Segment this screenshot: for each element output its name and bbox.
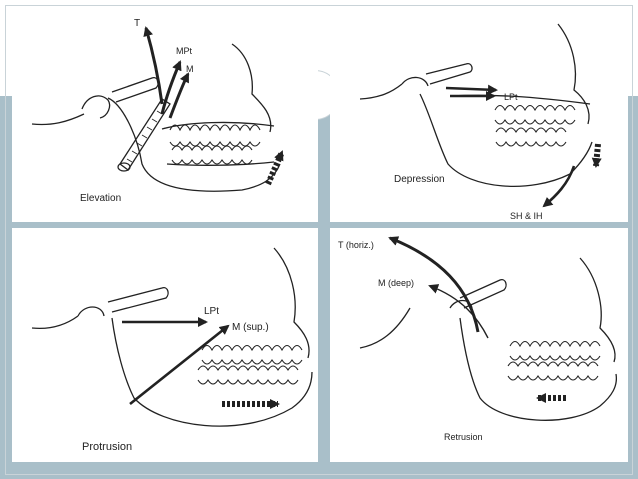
panel-protrusion: LPt M (sup.) Protrusion bbox=[12, 228, 318, 462]
jaw-outline bbox=[359, 23, 593, 187]
caption-elevation: Elevation bbox=[80, 193, 121, 204]
suprahyoid-arrow bbox=[542, 165, 576, 208]
teeth bbox=[507, 340, 601, 381]
lateral-pterygoid-arrow bbox=[445, 84, 498, 95]
label-mpt: MPt bbox=[176, 46, 193, 56]
medial-pterygoid-arrow bbox=[160, 60, 182, 115]
panel-depression: LPt Depression SH & IH bbox=[330, 14, 628, 222]
masseter-arrow bbox=[168, 72, 190, 119]
depression-diagram: LPt Depression SH & IH bbox=[359, 23, 602, 221]
jaw-outline bbox=[359, 257, 618, 421]
caption-depression: Depression bbox=[394, 174, 445, 185]
label-m: M bbox=[186, 64, 194, 74]
retrusion-arrows bbox=[388, 236, 566, 403]
teeth bbox=[197, 344, 303, 385]
label-t: T bbox=[134, 18, 140, 29]
jaw-outline bbox=[31, 247, 313, 427]
caption-protrusion: Protrusion bbox=[82, 441, 132, 453]
caption-retrusion: Retrusion bbox=[444, 432, 483, 442]
upper-teeth bbox=[169, 124, 261, 165]
teeth bbox=[494, 104, 576, 147]
masseter-deep-arrow bbox=[428, 284, 489, 339]
protrusion-diagram: LPt M (sup.) Protrusion bbox=[31, 247, 313, 453]
jaw-outline bbox=[31, 43, 281, 192]
elevation-muscle-band bbox=[117, 98, 171, 172]
elevation-arrows bbox=[143, 26, 285, 186]
label-lpt: LPt bbox=[204, 306, 219, 317]
panel-retrusion: T (horiz.) M (deep) Retrusion bbox=[330, 228, 628, 462]
label-m-sup: M (sup.) bbox=[232, 322, 269, 333]
elevation-diagram: T MPt M Elevation bbox=[31, 18, 285, 204]
slide-frame bbox=[5, 5, 633, 475]
panel-elevation: T MPt M Elevation bbox=[12, 14, 318, 222]
temporalis-arrow bbox=[143, 26, 164, 105]
label-sh-ih: SH & IH bbox=[510, 211, 543, 221]
label-t-horiz: T (horiz.) bbox=[338, 240, 374, 250]
movement-arrow bbox=[591, 143, 602, 168]
depression-arrows bbox=[445, 84, 602, 208]
retrusion-diagram: T (horiz.) M (deep) Retrusion bbox=[338, 236, 618, 442]
movement-arrow bbox=[265, 150, 285, 186]
protrusion-arrows bbox=[122, 317, 280, 409]
label-lpt: LPt bbox=[504, 92, 518, 102]
label-m-deep: M (deep) bbox=[378, 278, 414, 288]
masseter-superficial-arrow bbox=[129, 324, 230, 406]
